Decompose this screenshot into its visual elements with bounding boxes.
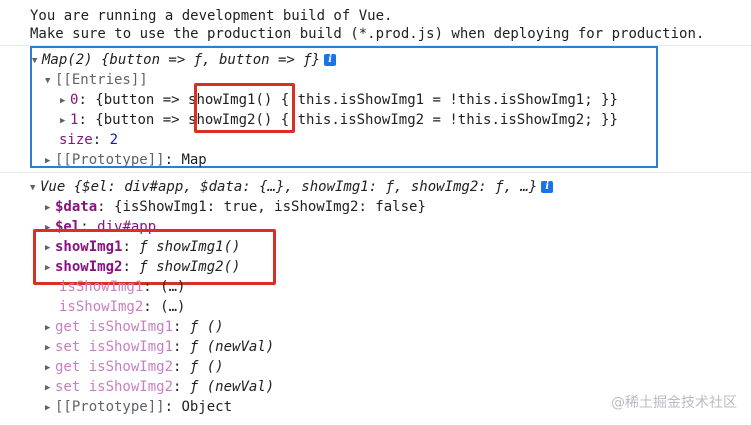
- vue-data-row[interactable]: ▶$data: {isShowImg1: true, isShowImg2: f…: [45, 197, 426, 217]
- vue-showimg1-value: ƒ showImg1(): [139, 239, 241, 255]
- vue-summary: Vue {$el: div#app, $data: {…}, showImg1:…: [40, 179, 538, 195]
- vue-prototype-label: [[Prototype]]: [55, 399, 165, 415]
- vue-set-isshowimg2-row[interactable]: ▶set isShowImg2: ƒ (newVal): [45, 377, 274, 397]
- methods-annotation-box: [33, 229, 276, 285]
- collapsed-triangle-icon[interactable]: ▶: [45, 383, 51, 393]
- map-entry-0-prefix: {button =>: [95, 92, 180, 108]
- vue-showimg2-key: showImg2: [55, 259, 123, 275]
- collapsed-triangle-icon[interactable]: ▶: [60, 116, 66, 126]
- collapsed-triangle-icon[interactable]: ▶: [45, 263, 51, 273]
- map-entry-0-body: { this.isShowImg1 = !this.isShowImg1; }}: [280, 92, 618, 108]
- expanded-triangle-icon[interactable]: ▼: [30, 183, 36, 193]
- vue-prototype-value: Object: [181, 399, 233, 415]
- console-warning-line-2: Make sure to use the production build (*…: [30, 26, 705, 42]
- vue-summary-row[interactable]: ▼ Vue {$el: div#app, $data: {…}, showImg1…: [30, 177, 554, 197]
- collapsed-triangle-icon[interactable]: ▶: [45, 403, 51, 413]
- map-size-row: size: 2: [59, 132, 119, 148]
- console-warning-line-1: You are running a development build of V…: [30, 8, 393, 24]
- vue-get-isshowimg2-row[interactable]: ▶get isShowImg2: ƒ (): [45, 357, 224, 377]
- vue-isshowimg1-key: isShowImg1: [59, 279, 144, 295]
- map-entry-0-fn-name: showImg1(): [188, 92, 273, 108]
- vue-showimg2-value: ƒ showImg2(): [139, 259, 241, 275]
- vue-isshowimg1-row[interactable]: isShowImg1: (…): [59, 279, 186, 295]
- collapsed-triangle-icon[interactable]: ▶: [45, 343, 51, 353]
- vue-get-isshowimg1-row[interactable]: ▶get isShowImg1: ƒ (): [45, 317, 224, 337]
- collapsed-triangle-icon[interactable]: ▶: [45, 243, 51, 253]
- map-entries-row[interactable]: ▼ [[Entries]]: [45, 70, 148, 90]
- vue-showimg1-key: showImg1: [55, 239, 123, 255]
- collapsed-triangle-icon[interactable]: ▶: [45, 363, 51, 373]
- collapsed-triangle-icon[interactable]: ▶: [45, 323, 51, 333]
- info-icon[interactable]: i: [541, 181, 554, 193]
- vue-data-value: {isShowImg1: true, isShowImg2: false}: [114, 199, 426, 215]
- map-size-key: size: [59, 132, 93, 148]
- watermark-text: @稀土掘金技术社区: [611, 395, 737, 411]
- map-entries-label: [[Entries]]: [55, 72, 148, 88]
- map-prototype-row[interactable]: ▶[[Prototype]]: Map: [45, 150, 207, 170]
- vue-isshowimg2-value[interactable]: (…): [160, 299, 186, 315]
- map-prototype-label: [[Prototype]]: [55, 152, 165, 168]
- map-entry-0-index: 0: [70, 92, 79, 108]
- fn-name-annotation-box: [194, 83, 295, 133]
- vue-set-isshowimg2-key: set isShowImg2: [55, 379, 174, 395]
- map-entry-0-row[interactable]: ▶0: {button => showImg1() { this.isShowI…: [60, 90, 618, 110]
- vue-get-isshowimg2-value: ƒ (): [189, 359, 224, 375]
- collapsed-triangle-icon[interactable]: ▶: [60, 96, 66, 106]
- console-divider: [0, 172, 751, 173]
- vue-showimg1-row[interactable]: ▶showImg1: ƒ showImg1(): [45, 237, 240, 257]
- vue-set-isshowimg1-value: ƒ (newVal): [189, 339, 275, 355]
- vue-set-isshowimg2-value: ƒ (newVal): [189, 379, 275, 395]
- map-summary: Map(2) {button => ƒ, button => ƒ}: [42, 52, 321, 68]
- vue-isshowimg1-value[interactable]: (…): [160, 279, 186, 295]
- map-entry-1-prefix: {button =>: [95, 112, 180, 128]
- vue-prototype-row[interactable]: ▶[[Prototype]]: Object: [45, 397, 232, 417]
- console-divider: [0, 45, 751, 46]
- map-entry-1-body: { this.isShowImg2 = !this.isShowImg2; }}: [280, 112, 618, 128]
- collapsed-triangle-icon[interactable]: ▶: [45, 156, 51, 166]
- map-prototype-value: Map: [181, 152, 207, 168]
- map-entry-1-fn-name: showImg2(): [188, 112, 273, 128]
- map-size-value: 2: [109, 132, 119, 148]
- vue-showimg2-row[interactable]: ▶showImg2: ƒ showImg2(): [45, 257, 240, 277]
- info-icon[interactable]: i: [324, 54, 337, 66]
- map-entry-1-row[interactable]: ▶1: {button => showImg2() { this.isShowI…: [60, 110, 618, 130]
- vue-data-key: $data: [55, 199, 98, 215]
- vue-get-isshowimg1-value: ƒ (): [189, 319, 224, 335]
- vue-set-isshowimg1-row[interactable]: ▶set isShowImg1: ƒ (newVal): [45, 337, 274, 357]
- vue-isshowimg2-key: isShowImg2: [59, 299, 144, 315]
- collapsed-triangle-icon[interactable]: ▶: [45, 203, 51, 213]
- expanded-triangle-icon[interactable]: ▼: [32, 56, 38, 66]
- vue-set-isshowimg1-key: set isShowImg1: [55, 339, 174, 355]
- map-highlight-box: [30, 46, 658, 168]
- map-entry-1-index: 1: [70, 112, 79, 128]
- expanded-triangle-icon[interactable]: ▼: [45, 76, 51, 86]
- map-summary-row[interactable]: ▼ Map(2) {button => ƒ, button => ƒ}i: [32, 50, 337, 70]
- collapsed-triangle-icon[interactable]: ▶: [45, 223, 51, 233]
- vue-get-isshowimg1-key: get isShowImg1: [55, 319, 174, 335]
- vue-isshowimg2-row[interactable]: isShowImg2: (…): [59, 299, 186, 315]
- vue-get-isshowimg2-key: get isShowImg2: [55, 359, 174, 375]
